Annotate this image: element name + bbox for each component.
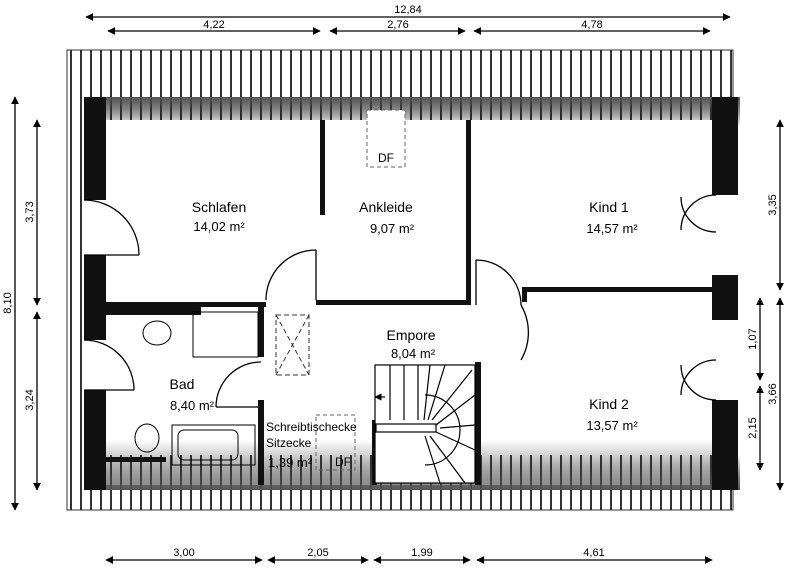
doors xyxy=(83,194,717,408)
dim-right-2: 3,66 xyxy=(767,383,779,404)
room-name-empore: Empore xyxy=(386,327,435,343)
dim-left-total: 8,10 xyxy=(2,292,14,313)
dim-right-1: 3,35 xyxy=(767,194,779,215)
room-area-schlafen: 14,02 m² xyxy=(193,219,245,234)
room-area-schreib: 1,39 m² xyxy=(268,455,313,470)
room-name-kind1: Kind 1 xyxy=(589,199,629,215)
room-name-schlafen: Schlafen xyxy=(192,199,246,215)
svg-text:DF: DF xyxy=(335,455,351,469)
dim-top-2: 2,76 xyxy=(387,19,408,31)
skylight-schreib: DF xyxy=(315,414,356,471)
staircase xyxy=(374,364,476,484)
dim-bottom-4: 4,61 xyxy=(583,547,604,559)
dim-bottom-1: 3,00 xyxy=(173,547,194,559)
room-area-kind2: 13,57 m² xyxy=(586,418,638,433)
dim-top-total: 12,84 xyxy=(394,4,422,16)
dim-left-2: 3,24 xyxy=(24,389,36,410)
room-area-empore: 8,04 m² xyxy=(391,346,436,361)
dimension-lines xyxy=(11,13,784,564)
dim-bottom-2: 2,05 xyxy=(307,547,328,559)
dim-left-1: 3,73 xyxy=(24,201,36,222)
room-name-sitzecke: Sitzecke xyxy=(266,436,312,450)
room-area-kind1: 14,57 m² xyxy=(586,221,638,236)
skylight-ankleide: DF xyxy=(366,109,406,168)
room-area-ankleide: 9,07 m² xyxy=(370,221,415,236)
room-name-ankleide: Ankleide xyxy=(359,199,413,215)
room-name-kind2: Kind 2 xyxy=(589,396,629,412)
dim-bottom-3: 1,99 xyxy=(411,547,432,559)
skylight-stairwell xyxy=(275,314,310,376)
dim-top-1: 4,22 xyxy=(203,19,224,31)
dim-right-inner-2: 2,15 xyxy=(747,417,759,438)
room-area-bad: 8,40 m² xyxy=(170,398,215,413)
dim-right-inner-1: 1,07 xyxy=(747,328,759,349)
room-name-bad: Bad xyxy=(170,376,195,392)
svg-text:DF: DF xyxy=(378,151,394,165)
room-name-schreibtischecke: Schreibtischecke xyxy=(266,420,357,434)
dim-top-3: 4,78 xyxy=(581,19,602,31)
bathroom-fixtures xyxy=(134,311,259,466)
